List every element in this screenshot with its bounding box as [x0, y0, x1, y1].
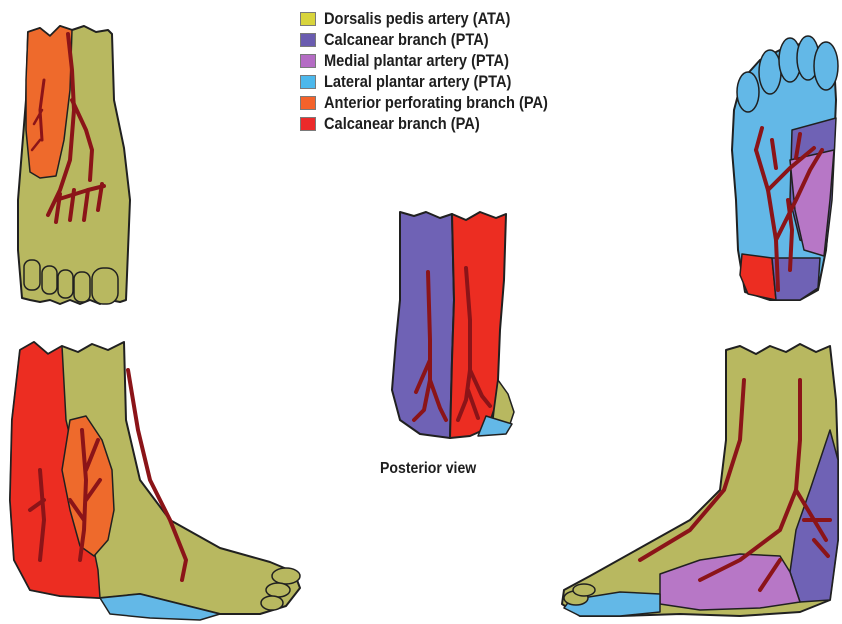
- legend: Dorsalis pedis artery (ATA) Calcanear br…: [300, 8, 584, 134]
- legend-swatch: [300, 117, 316, 131]
- posterior-violet-region: [392, 212, 454, 438]
- legend-item: Lateral plantar artery (PTA): [300, 71, 584, 92]
- foot-medial-view: [562, 344, 838, 616]
- legend-item: Calcanear branch (PA): [300, 113, 584, 134]
- legend-label: Calcanear branch (PA): [324, 114, 480, 134]
- legend-label: Dorsalis pedis artery (ATA): [324, 9, 510, 29]
- legend-swatch: [300, 96, 316, 110]
- legend-swatch: [300, 33, 316, 47]
- legend-item: Dorsalis pedis artery (ATA): [300, 8, 584, 29]
- legend-swatch: [300, 12, 316, 26]
- posterior-view-caption: Posterior view: [380, 460, 476, 478]
- legend-label: Calcanear branch (PTA): [324, 30, 489, 50]
- legend-item: Medial plantar artery (PTA): [300, 50, 584, 71]
- legend-label: Lateral plantar artery (PTA): [324, 72, 511, 92]
- foot-plantar-view: [732, 36, 838, 300]
- legend-swatch: [300, 75, 316, 89]
- legend-item: Calcanear branch (PTA): [300, 29, 584, 50]
- foot-dorsal-view: [18, 26, 130, 304]
- legend-label: Anterior perforating branch (PA): [324, 93, 548, 113]
- legend-item: Anterior perforating branch (PA): [300, 92, 584, 113]
- legend-label: Medial plantar artery (PTA): [324, 51, 509, 71]
- foot-lateral-view: [10, 342, 300, 620]
- legend-swatch: [300, 54, 316, 68]
- ankle-posterior-view: [392, 212, 514, 438]
